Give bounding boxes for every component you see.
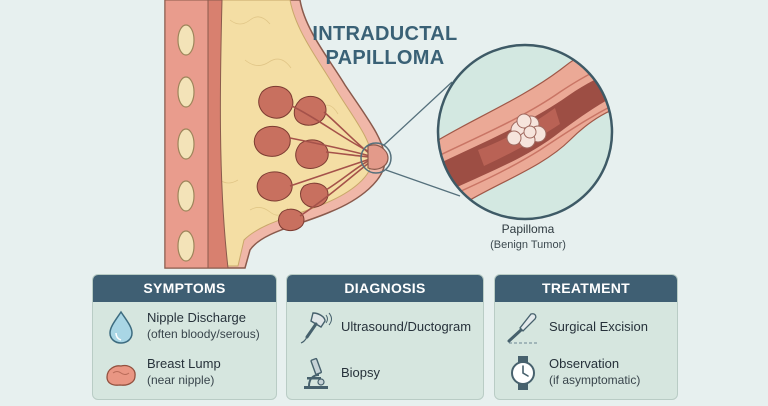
symptom-label: Nipple Discharge xyxy=(147,310,246,325)
lobules xyxy=(253,85,329,231)
symptom-text: Breast Lump (near nipple) xyxy=(147,356,221,388)
symptom-text: Nipple Discharge (often bloody/serous) xyxy=(147,310,260,342)
diagram-title: INTRADUCTAL PAPILLOMA xyxy=(300,22,470,70)
watch-icon xyxy=(511,356,535,390)
treatment-heading: TREATMENT xyxy=(495,275,677,302)
title-line-2: PAPILLOMA xyxy=(325,47,445,69)
treatment-label: Observation xyxy=(549,356,620,371)
breast-lump-icon xyxy=(106,364,136,386)
water-drop-icon xyxy=(109,310,133,344)
symptom-item: Breast Lump (near nipple) xyxy=(93,353,276,393)
treatment-item: Surgical Excision xyxy=(495,307,677,347)
ultrasound-probe-icon xyxy=(300,312,332,344)
papilloma-growth xyxy=(506,113,547,149)
diagnosis-item: Ultrasound/Ductogram xyxy=(287,307,483,347)
diagnosis-label: Biopsy xyxy=(341,365,381,380)
diagnosis-panel: DIAGNOSIS Ultrasound/Ductogram Biopsy xyxy=(286,274,484,400)
zoom-origin-circle xyxy=(360,142,392,174)
symptoms-panel: SYMPTOMS Nipple Discharge (often bloody/… xyxy=(92,274,277,400)
rib-bones xyxy=(177,24,195,262)
symptom-label: Breast Lump xyxy=(147,356,221,371)
treatment-text: Observation (if asymptomatic) xyxy=(549,356,640,388)
diagnosis-item: Biopsy xyxy=(287,353,483,393)
diagnosis-label: Ultrasound/Ductogram xyxy=(341,319,472,334)
diagnosis-heading: DIAGNOSIS xyxy=(287,275,483,302)
zoom-circle-border xyxy=(436,43,614,221)
symptom-sublabel: (near nipple) xyxy=(147,373,215,387)
treatment-item: Observation (if asymptomatic) xyxy=(495,353,677,393)
treatment-label: Surgical Excision xyxy=(549,319,648,334)
breast-anatomy-illustration xyxy=(164,0,614,269)
symptom-item: Nipple Discharge (often bloody/serous) xyxy=(93,307,276,347)
symptom-sublabel: (often bloody/serous) xyxy=(147,327,260,341)
title-line-1: INTRADUCTAL xyxy=(312,23,458,45)
papilloma-label: Papilloma (Benign Tumor) xyxy=(448,221,608,253)
microscope-icon xyxy=(304,357,328,389)
symptoms-heading: SYMPTOMS xyxy=(93,275,276,302)
treatment-sublabel: (if asymptomatic) xyxy=(549,373,641,387)
nipple xyxy=(367,144,389,170)
treatment-panel: TREATMENT Surgical Excision Observation … xyxy=(494,274,678,400)
papilloma-sublabel: (Benign Tumor) xyxy=(490,239,566,251)
scalpel-icon xyxy=(507,313,539,344)
papilloma-label-text: Papilloma xyxy=(501,222,555,236)
milk-ducts xyxy=(289,105,371,217)
